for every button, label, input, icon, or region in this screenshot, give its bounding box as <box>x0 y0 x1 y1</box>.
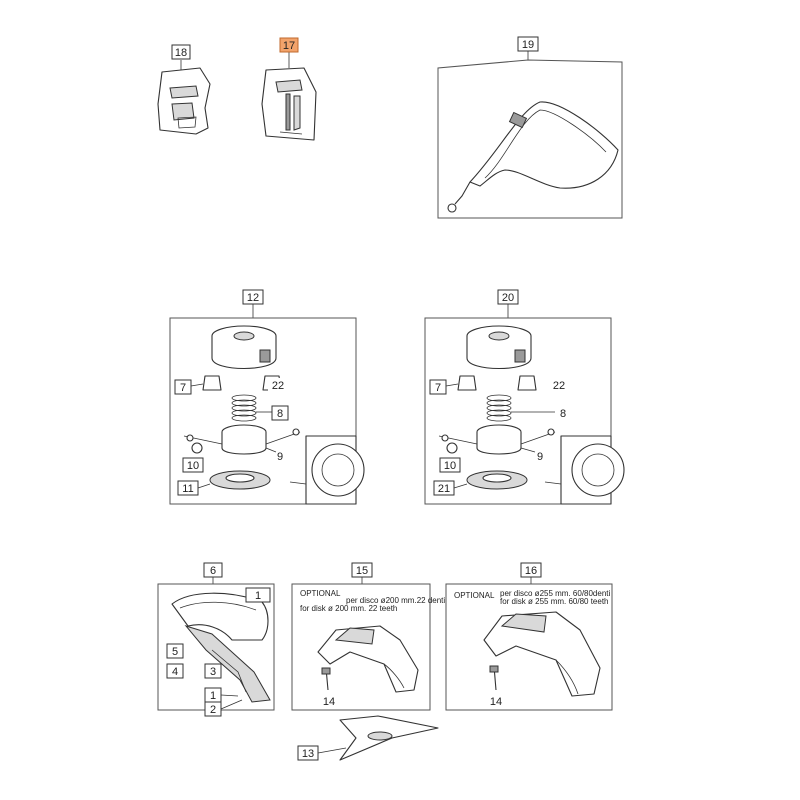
callout-b8: 8 <box>560 408 566 420</box>
callouts-12: 7 22 8 9 10 11 <box>174 378 289 496</box>
callout-g5: 5 <box>172 646 178 658</box>
optional16-line1: per disco ø255 mm. 60/80denti <box>500 589 611 598</box>
callout-box-19 <box>517 36 539 52</box>
part-18-manual: 18 <box>157 44 211 135</box>
callout-13: 13 <box>302 748 314 760</box>
callout-b10: 10 <box>444 460 456 472</box>
optional16-line2: for disk ø 255 mm. 60/80 teeth <box>500 597 609 606</box>
callout-12: 12 <box>247 292 259 304</box>
optional15-title: OPTIONAL <box>300 589 341 598</box>
callout-b22: 22 <box>553 380 565 392</box>
callout-c14a: 14 <box>323 696 335 708</box>
callout-19: 19 <box>522 39 534 51</box>
callout-a7: 7 <box>180 382 186 394</box>
part-20-trimmer-head: 20 <box>424 289 625 505</box>
optional16-title: OPTIONAL <box>454 591 495 600</box>
callouts-20: 7 22 8 9 10 21 <box>429 379 566 496</box>
callout-box-18 <box>171 44 191 60</box>
callout-g1a: 1 <box>255 590 261 602</box>
callout-16: 16 <box>525 565 537 577</box>
callout-b7: 7 <box>435 382 441 394</box>
callout-b9: 9 <box>537 451 543 463</box>
callout-15: 15 <box>356 565 368 577</box>
callout-6: 6 <box>210 565 216 577</box>
part-16-blade-guard: 16 OPTIONAL per disco ø255 mm. 60/80dent… <box>445 562 613 711</box>
part-15-blade-guard: 15 OPTIONAL per disco ø200 mm.22 denti f… <box>291 562 445 711</box>
part-13-blade: 13 <box>297 715 439 761</box>
part-17-tool: 17 <box>261 37 317 141</box>
callout-a11: 11 <box>182 483 193 495</box>
callout-g3: 3 <box>210 666 216 678</box>
callout-box-12 <box>242 289 264 305</box>
optional15-line2: for disk ø 200 mm. 22 teeth <box>300 604 397 613</box>
callout-18: 18 <box>175 47 187 59</box>
callout-c14b: 14 <box>490 696 502 708</box>
part-19-harness: 19 <box>437 36 623 219</box>
callout-g2: 2 <box>210 704 216 716</box>
callout-box-17 <box>279 37 299 53</box>
callout-a9: 9 <box>277 451 283 463</box>
callout-a8: 8 <box>277 408 283 420</box>
callout-20: 20 <box>502 292 514 304</box>
part-6-guard: 6 1 5 4 3 1 2 <box>157 562 275 717</box>
part-12-trimmer-head: 12 <box>169 289 365 505</box>
callout-a10: 10 <box>187 460 199 472</box>
callout-17: 17 <box>283 40 295 52</box>
callout-g1b: 1 <box>210 690 216 702</box>
callout-a22: 22 <box>272 380 284 392</box>
callout-box-20 <box>497 289 519 305</box>
callout-box-15 <box>351 562 373 578</box>
optional15-line1: per disco ø200 mm.22 denti <box>346 596 445 605</box>
callout-b21: 21 <box>438 483 450 495</box>
callout-g4: 4 <box>172 666 178 678</box>
callout-box-16 <box>520 562 542 578</box>
callout-box-6 <box>203 562 223 578</box>
